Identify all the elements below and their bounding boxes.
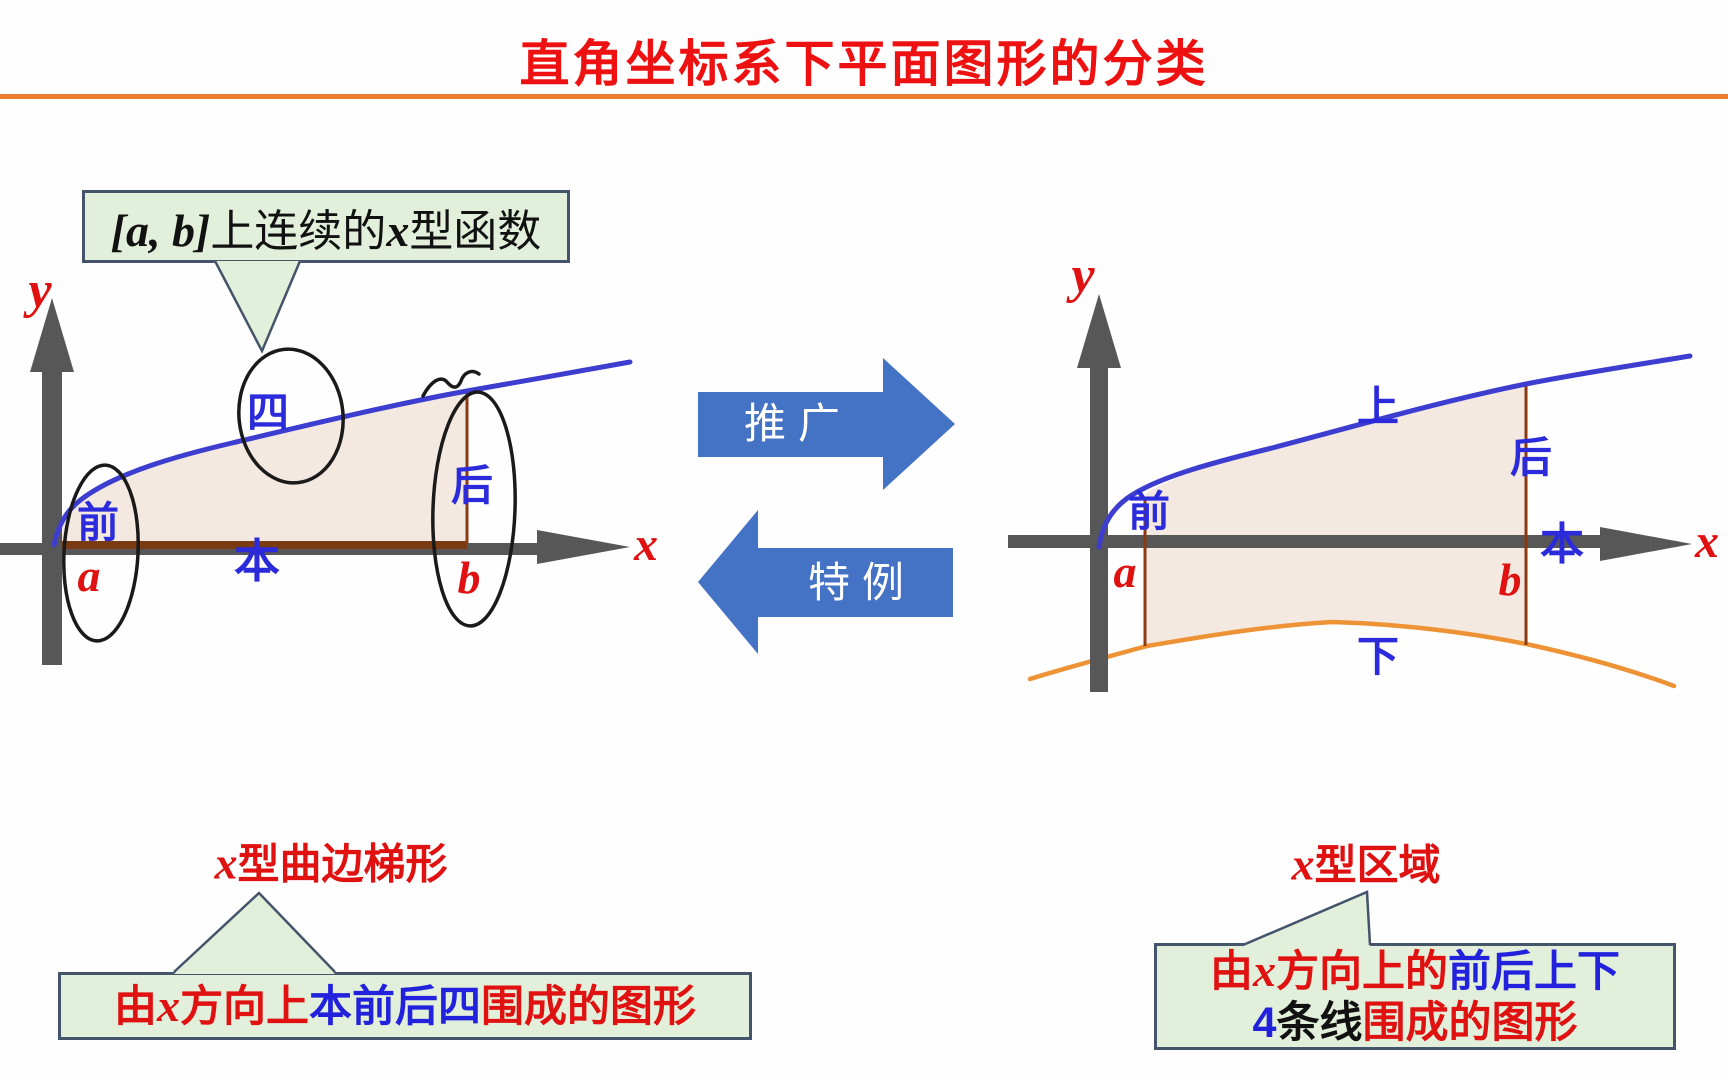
left-base-edge-label: 本 (234, 535, 280, 587)
left-y-axis (42, 360, 62, 665)
callout-trapezoid-definition-box: 由x方向上本前后四围成的图形 (58, 972, 752, 1040)
left-front-edge-label: 前 (76, 499, 120, 546)
left-top-edge-label: 四 (246, 389, 290, 436)
callout-continuous-function-text: [a, b]上连续的x型函数 (110, 204, 542, 256)
trapezoid-definition-text: 由x方向上本前后四围成的图形 (114, 979, 696, 1031)
hand-drawn-circle-back-b (431, 390, 517, 628)
right-top-edge-label: 上 (1356, 383, 1400, 430)
right-lower-curve (1027, 619, 1677, 689)
hand-drawn-squiggle (421, 369, 481, 398)
region-heading: x型区域 (1291, 838, 1441, 890)
region-definition-line1: 由x方向上的前后上下 (1210, 945, 1620, 996)
region-definition-line2: 4条线围成的图形 (1252, 999, 1578, 1048)
left-y-axis-arrowhead-icon (30, 298, 74, 372)
callout-region-definition-box: 由x方向上的前后上下 4条线围成的图形 (1154, 943, 1676, 1050)
right-x-axis-arrowhead-icon (1600, 527, 1692, 561)
right-front-edge-label: 前 (1127, 488, 1171, 535)
right-x-axis (1008, 535, 1604, 548)
hand-drawn-circle-front-a (62, 463, 140, 643)
generalize-arrow-label: 推广 (743, 400, 853, 447)
left-base-line (52, 541, 467, 549)
interval-ab: [a, b] (110, 204, 211, 256)
left-curve (51, 359, 633, 548)
left-y-axis-label: y (28, 262, 52, 319)
right-point-b-label: b (1498, 554, 1522, 605)
left-x-axis-label: x (634, 518, 658, 571)
right-bottom-edge-label: 下 (1356, 633, 1400, 680)
callout-continuous-function-box: [a, b]上连续的x型函数 (82, 190, 570, 263)
title-divider-line (0, 94, 1728, 99)
special-case-arrow-left (698, 510, 953, 654)
right-y-axis (1090, 354, 1108, 692)
right-upper-curve (1096, 353, 1693, 550)
trapezoid-heading: x型曲边梯形 (214, 837, 448, 889)
special-case-arrow-label: 特例 (807, 559, 917, 606)
right-x-axis-label: x (1695, 515, 1719, 568)
right-shaded-region (1145, 384, 1526, 646)
right-point-a-label: a (1113, 546, 1137, 597)
right-y-axis-arrowhead-icon (1077, 294, 1121, 368)
left-point-b-label: b (457, 552, 481, 603)
right-y-axis-label: y (1071, 247, 1095, 304)
right-base-edge-label: 本 (1540, 520, 1584, 569)
left-back-edge-label: 后 (450, 462, 494, 509)
left-point-a-label: a (77, 550, 101, 601)
generalize-arrow-right (698, 358, 955, 490)
x-variable: x (386, 204, 410, 256)
right-back-edge-label: 后 (1509, 434, 1553, 481)
page-title: 直角坐标系下平面图形的分类 (519, 36, 1209, 92)
left-x-axis-arrowhead-icon (537, 530, 630, 564)
